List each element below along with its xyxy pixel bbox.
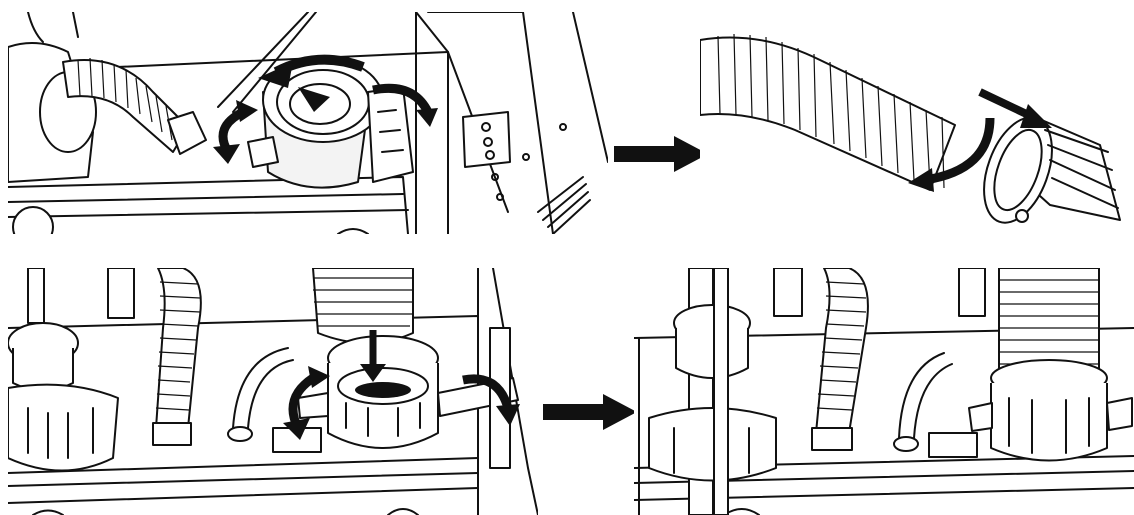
step-4-panel	[634, 268, 1134, 515]
unit-housing	[8, 12, 608, 234]
corrugated-hose	[700, 33, 956, 191]
insert-arrow-icon	[908, 88, 1052, 192]
rotate-arrow-icon	[213, 54, 438, 164]
vent-grille	[537, 176, 591, 234]
hose-clamp	[983, 114, 1121, 224]
step-arrow-right-2	[541, 392, 639, 432]
side-bracket	[462, 111, 511, 168]
corrugated-hose-small	[811, 268, 869, 451]
left-connector	[648, 268, 777, 515]
corrugated-hose-left	[62, 57, 207, 155]
large-hose-and-clamp	[297, 268, 519, 469]
left-connector	[8, 268, 119, 472]
step-2-panel	[700, 20, 1130, 234]
step-3-panel	[8, 268, 538, 515]
latch-tab	[107, 268, 135, 319]
step-arrow-right-1	[612, 134, 710, 174]
step-1-panel	[8, 12, 608, 234]
small-port	[928, 432, 978, 458]
latch-tab	[773, 268, 803, 317]
large-hose-attached	[968, 268, 1133, 462]
latch-tab-2	[958, 268, 986, 317]
small-port	[272, 427, 322, 453]
rotate-insert-arrows-icon	[283, 330, 520, 440]
corrugated-hose-small	[152, 268, 202, 446]
